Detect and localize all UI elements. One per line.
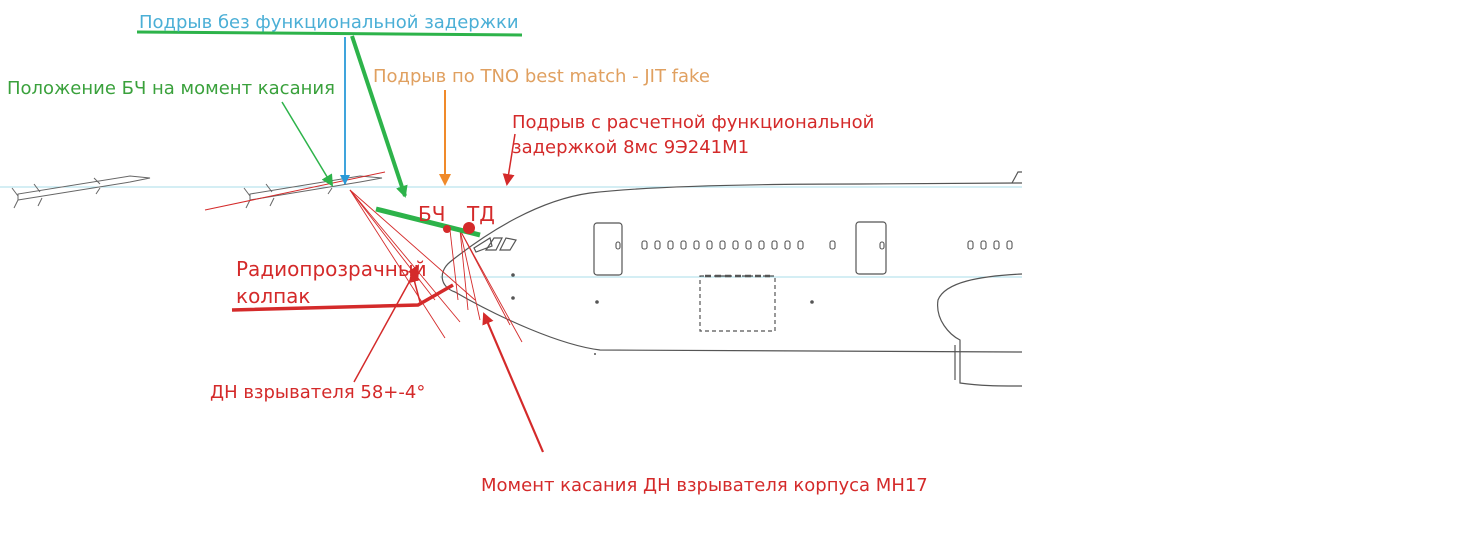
td-dot xyxy=(463,222,475,234)
calc-delay-arrow xyxy=(502,133,516,186)
label-calc-delay-line1: Подрыв с расчетной функциональной xyxy=(512,112,875,133)
label-contact-moment: Момент касания ДН взрывателя корпуса MH1… xyxy=(481,475,928,496)
bch-dot xyxy=(443,225,451,233)
label-radome-line2: колпак xyxy=(236,284,311,308)
label-tno-match: Подрыв по TNO best match - JIT fake xyxy=(373,66,710,87)
label-td: ТД xyxy=(467,202,495,226)
warhead-path-line xyxy=(375,206,481,238)
contact-moment-arrow xyxy=(482,312,545,453)
green-trajectory-arrow xyxy=(350,35,408,198)
missile-icon xyxy=(11,175,151,209)
radome-pointer-line xyxy=(231,283,454,312)
label-radome-line1: Радиопрозрачный xyxy=(236,257,427,281)
missile-axis-line xyxy=(204,171,386,211)
fuze-pattern-arrow xyxy=(353,264,419,383)
label-bch: БЧ xyxy=(418,202,446,226)
fuze-pattern-rays xyxy=(349,189,523,343)
aircraft-fuselage-icon xyxy=(441,171,1023,387)
missile-icon xyxy=(243,175,383,209)
window-row xyxy=(615,240,1013,250)
label-no-delay: Подрыв без функциональной задержки xyxy=(139,12,519,33)
label-fuze-pattern: ДН взрывателя 58+-4° xyxy=(210,382,426,403)
no-delay-bar xyxy=(136,30,523,37)
fuselage-dots xyxy=(511,273,814,304)
label-warhead-position: Положение БЧ на момент касания xyxy=(7,78,335,99)
small-dot xyxy=(594,353,596,355)
label-calc-delay-line2: задержкой 8мс 9Э241М1 xyxy=(512,137,750,158)
warhead-position-arrow xyxy=(281,101,334,187)
